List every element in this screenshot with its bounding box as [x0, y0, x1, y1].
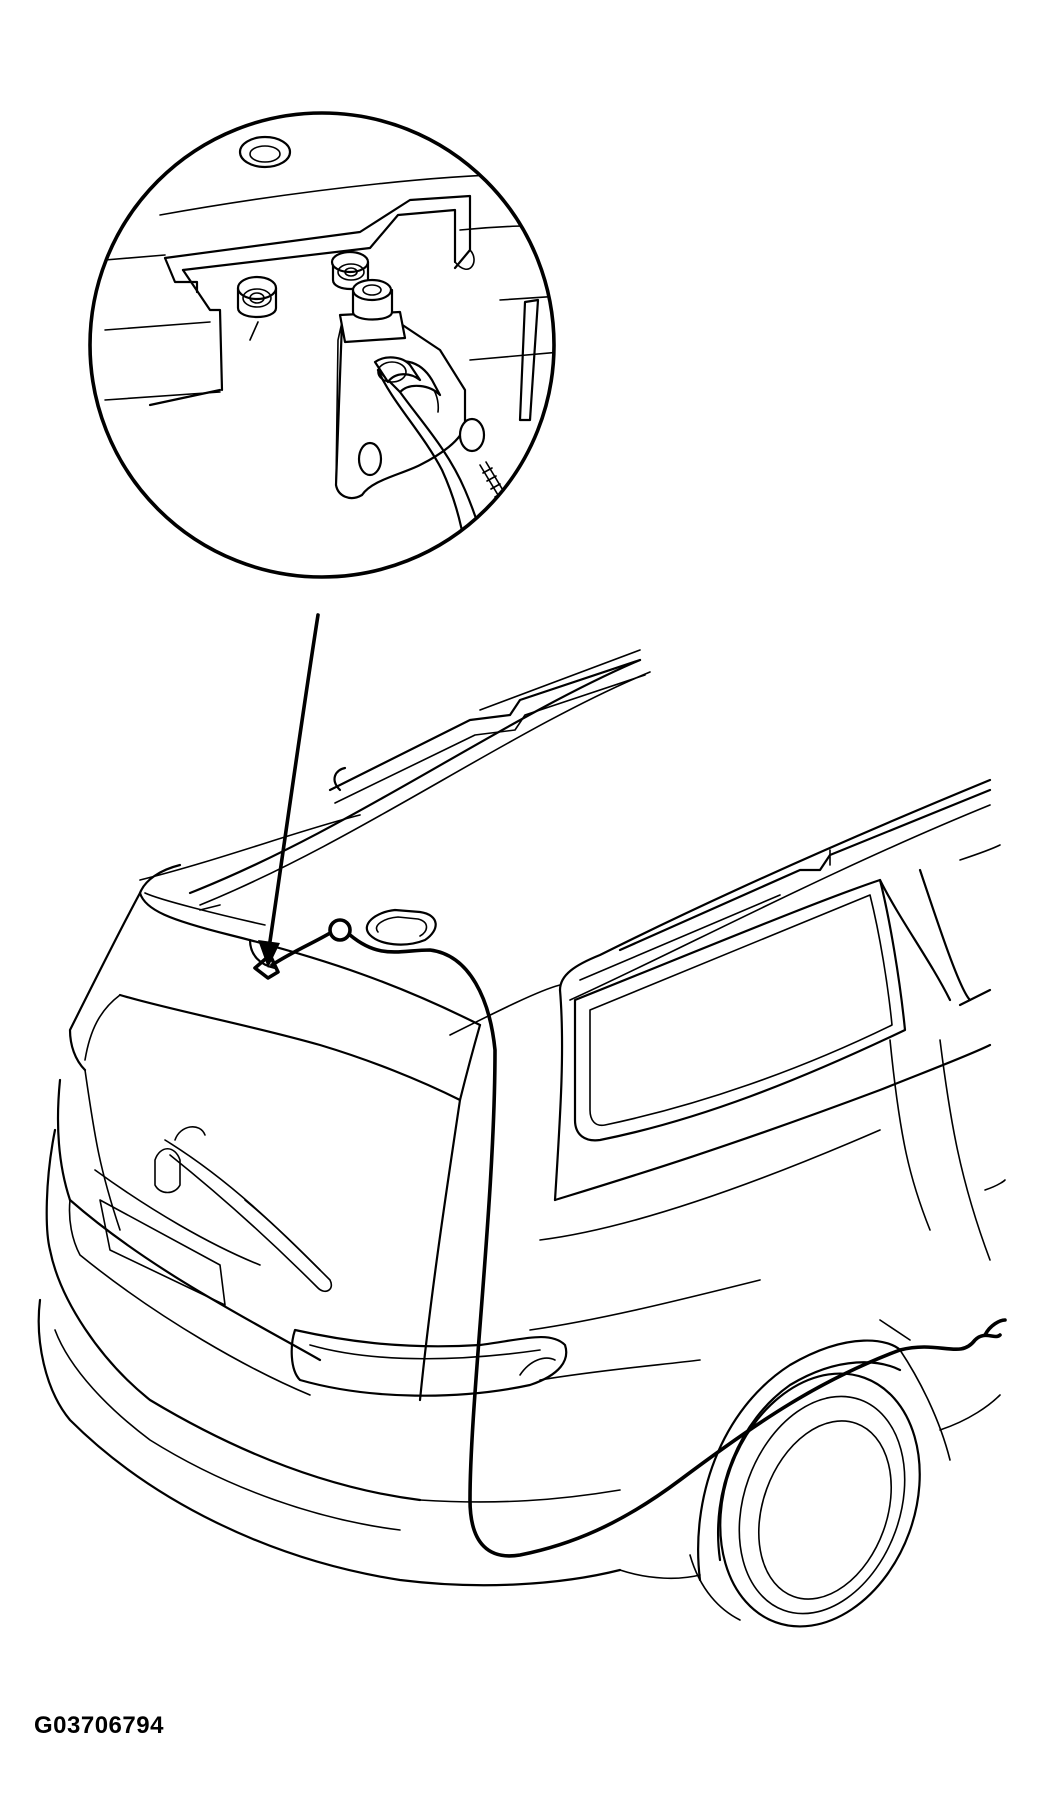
grommet-hole	[238, 135, 292, 169]
antenna-cable-routing	[253, 918, 1007, 1558]
side-window	[573, 878, 907, 1142]
mounting-stud-left	[236, 275, 278, 341]
rear-wiper	[164, 1126, 333, 1292]
minivan-illustration	[37, 649, 1007, 1628]
detail-view-circle	[88, 111, 556, 579]
license-plate-recess	[94, 1169, 261, 1306]
leader-arrow	[258, 613, 320, 968]
antenna-cable-detail	[373, 356, 494, 577]
tail-light	[290, 1328, 568, 1397]
antenna-base-bracket	[334, 278, 486, 500]
figure-code-label: G03706794	[34, 1712, 164, 1739]
rear-emblem	[154, 1147, 181, 1194]
rear-wheel	[619, 1339, 1001, 1628]
roof-opening	[365, 908, 437, 946]
